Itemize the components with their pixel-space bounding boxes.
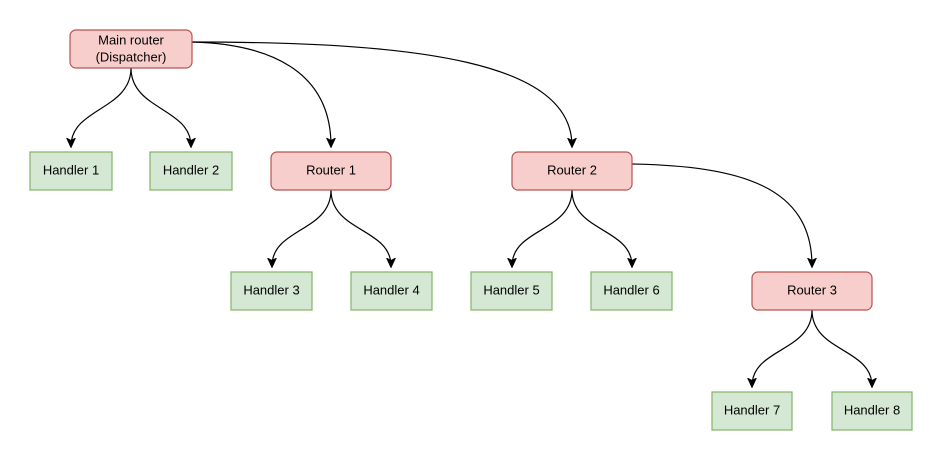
node-shape-router-3 (751, 271, 873, 311)
node-router-3[interactable]: Router 3 (751, 271, 873, 311)
edge-main-to-handler-2 (130, 67, 191, 146)
node-shape-handler-6 (590, 271, 673, 311)
node-label-handler-8: Handler 8 (844, 402, 900, 417)
edge-router-3-to-handler-8 (811, 309, 872, 386)
node-handler-3[interactable]: Handler 3 (230, 271, 313, 311)
edge-router-2-to-router-3 (631, 163, 812, 266)
node-handler-4[interactable]: Handler 4 (350, 271, 433, 311)
node-handler-6[interactable]: Handler 6 (590, 271, 673, 311)
node-shape-handler-3 (230, 271, 313, 311)
node-shape-handler-4 (350, 271, 433, 311)
edge-main-to-handler-1 (71, 67, 132, 146)
node-router-2[interactable]: Router 2 (511, 151, 633, 191)
node-label-router-1: Router 1 (306, 162, 356, 177)
node-shape-router-1 (270, 151, 392, 191)
node-label-handler-1: Handler 1 (43, 162, 99, 177)
nodes-layer: Main router (Dispatcher) Handler 1 Handler … (29, 29, 913, 431)
node-label-handler-7: Handler 7 (724, 402, 780, 417)
node-label-router-2: Router 2 (547, 162, 597, 177)
node-handler-2[interactable]: Handler 2 (149, 151, 233, 191)
node-shape-handler-1 (29, 151, 113, 191)
node-handler-5[interactable]: Handler 5 (470, 271, 553, 311)
node-handler-8[interactable]: Handler 8 (831, 391, 913, 431)
edge-router-1-to-handler-4 (330, 189, 391, 266)
node-shape-handler-7 (711, 391, 793, 431)
node-shape-handler-8 (831, 391, 913, 431)
node-sublabel-main-router: (Dispatcher) (96, 49, 167, 64)
node-shape-handler-2 (149, 151, 233, 191)
node-router-1[interactable]: Router 1 (270, 151, 392, 191)
node-label-handler-4: Handler 4 (363, 282, 419, 297)
edge-router-3-to-handler-7 (752, 309, 813, 386)
node-shape-handler-5 (470, 271, 553, 311)
node-shape-router-2 (511, 151, 633, 191)
node-handler-1[interactable]: Handler 1 (29, 151, 113, 191)
edge-router-1-to-handler-3 (272, 189, 332, 266)
node-label-handler-5: Handler 5 (483, 282, 539, 297)
node-label-handler-6: Handler 6 (603, 282, 659, 297)
node-handler-7[interactable]: Handler 7 (711, 391, 793, 431)
edge-router-2-to-handler-6 (571, 189, 632, 266)
edge-main-to-router-2 (191, 41, 572, 146)
node-main-router[interactable]: Main router (Dispatcher) (69, 29, 193, 69)
edges-layer (71, 41, 872, 386)
edge-router-2-to-handler-5 (512, 189, 573, 266)
node-label-main-router: Main router (98, 32, 164, 47)
node-label-router-3: Router 3 (787, 282, 837, 297)
edge-main-to-router-1 (191, 41, 331, 146)
node-label-handler-2: Handler 2 (163, 162, 219, 177)
node-label-handler-3: Handler 3 (243, 282, 299, 297)
node-shape-main-router (69, 29, 193, 69)
